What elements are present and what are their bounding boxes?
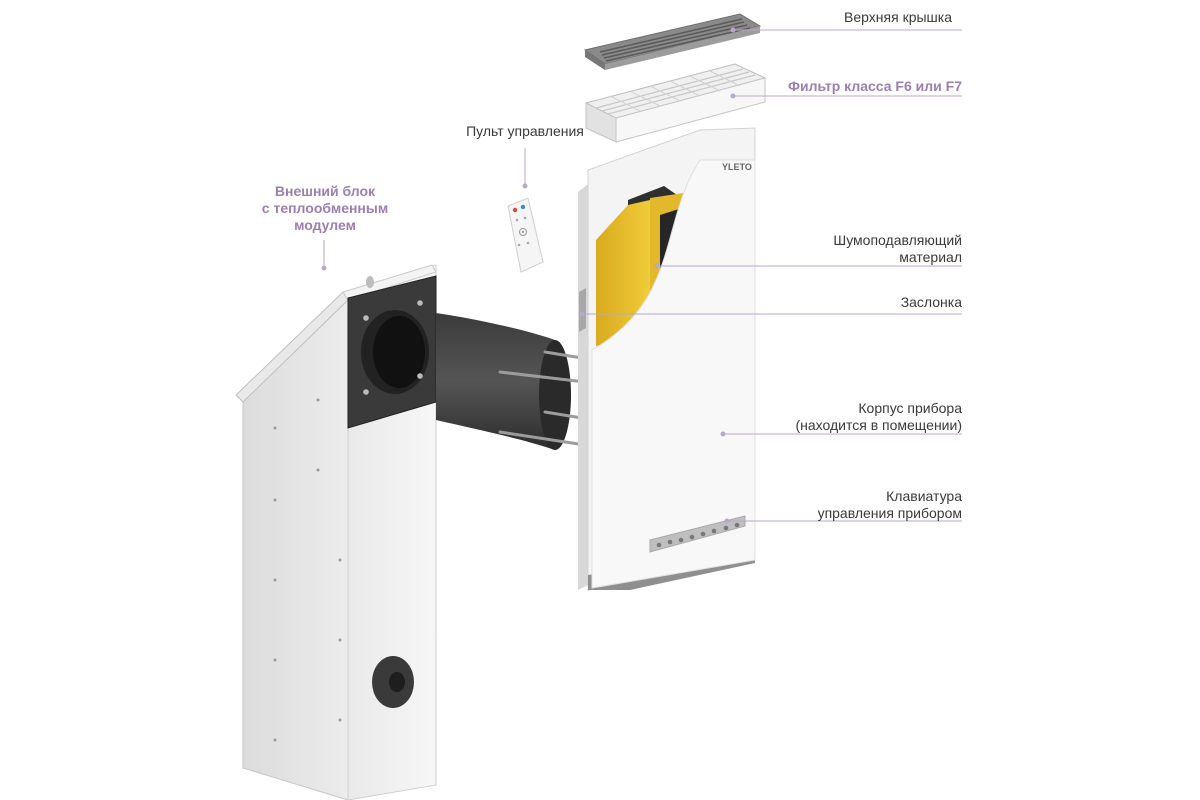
outer-unit xyxy=(235,264,437,800)
top-cover xyxy=(583,13,762,70)
main-housing: YLETO xyxy=(578,127,756,591)
label-top-cover: Верхняя крышка xyxy=(844,9,952,25)
label-filter: Фильтр класса F6 или F7 xyxy=(788,78,962,94)
label-damper: Заслонка xyxy=(900,294,962,310)
filter-cassette xyxy=(584,63,767,143)
duct-tube xyxy=(436,313,587,450)
label-housing: Корпус прибора (находится в помещении) xyxy=(795,400,962,433)
label-noise-material: Шумоподавляющий материал xyxy=(833,232,962,265)
leader-lines xyxy=(321,27,962,524)
label-keyboard: Клавиатура управления прибором xyxy=(817,488,962,521)
label-remote-control: Пульт управления xyxy=(466,123,584,139)
remote-control xyxy=(507,197,544,273)
brand-logo: YLETO xyxy=(722,162,752,172)
label-outer-unit: Внешний блок с теплообменным модулем xyxy=(261,183,389,233)
